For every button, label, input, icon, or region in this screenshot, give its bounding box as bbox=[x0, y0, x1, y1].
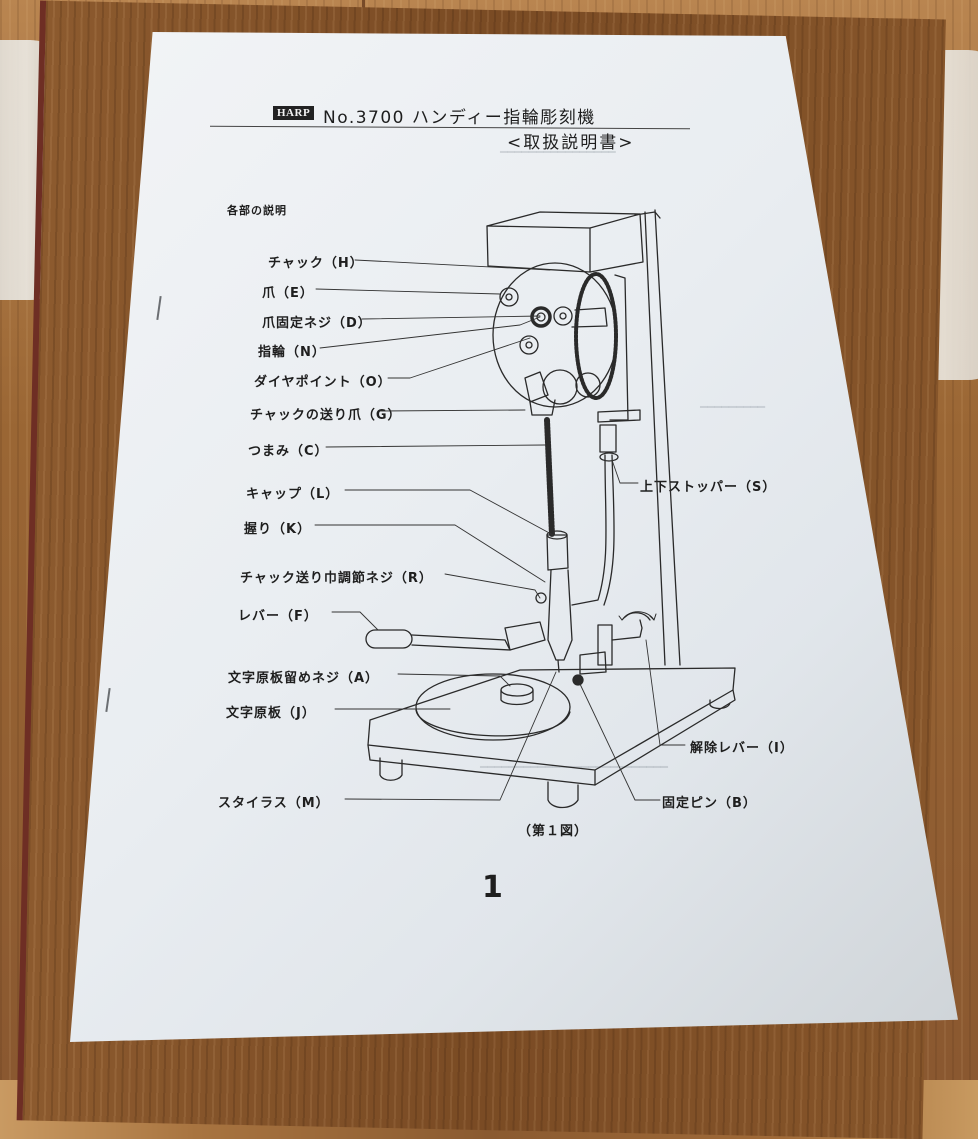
part-label-feed-adjust-screw: チャック送り巾調節ネジ（R） bbox=[240, 571, 433, 586]
head-housing-icon bbox=[486, 211, 644, 273]
part-label-jaw: 爪（E） bbox=[262, 286, 314, 301]
lever-handle-icon bbox=[365, 629, 413, 649]
part-label-lever: レバー（F） bbox=[238, 609, 318, 624]
template-plate-icon bbox=[415, 673, 571, 741]
part-label-fixing-pin: 固定ピン（B） bbox=[662, 796, 757, 811]
part-label-cap: キャップ（L） bbox=[246, 487, 340, 502]
part-label-stylus: スタイラス（M） bbox=[218, 796, 330, 811]
leader-lines bbox=[314, 259, 686, 801]
chuck-disc-icon bbox=[492, 262, 618, 408]
ring-icon bbox=[530, 306, 552, 328]
part-label-ring: 指輪（N） bbox=[258, 345, 326, 360]
reverse-side-show-through: ━━━━━━━━━ bbox=[700, 400, 766, 414]
knob-icon bbox=[542, 369, 578, 405]
column-back-edge-icon bbox=[654, 209, 681, 666]
part-label-vertical-stopper: 上下ストッパー（S） bbox=[640, 480, 777, 495]
document-title: No.3700 ハンディー指輪彫刻機 bbox=[323, 108, 596, 128]
part-label-knob: つまみ（C） bbox=[248, 444, 329, 459]
manual-page bbox=[70, 32, 958, 1042]
document-subtitle: <取扱説明書> bbox=[507, 133, 635, 153]
part-label-chuck: チャック（H） bbox=[268, 256, 364, 271]
manual-content: ━━━━━━━━━━━━━━━━ ━━━━━━━━━ ━━━━━━━━━━━━━… bbox=[105, 106, 794, 905]
part-label-diamond-point: ダイヤポイント（O） bbox=[254, 375, 392, 390]
part-label-jaw-screw: 爪固定ネジ（D） bbox=[262, 316, 372, 331]
figure-caption: （第１図） bbox=[518, 824, 589, 839]
part-label-release-lever: 解除レバー（I） bbox=[690, 741, 794, 756]
column-front-edge-icon bbox=[644, 211, 666, 666]
page-number: 1 bbox=[482, 870, 504, 905]
grip-icon bbox=[546, 534, 569, 571]
ring-engraver-illustration bbox=[314, 209, 736, 809]
part-label-template-screw: 文字原板留めネジ（A） bbox=[228, 671, 380, 686]
stylus-arm-icon bbox=[571, 454, 607, 606]
part-label-template-plate: 文字原板（J） bbox=[226, 706, 316, 721]
section-heading: 各部の説明 bbox=[227, 204, 287, 217]
chuck-gear-icon bbox=[574, 272, 618, 400]
stylus-body-icon bbox=[547, 569, 573, 661]
feed-spring-icon bbox=[544, 417, 555, 538]
fixing-pin-icon bbox=[572, 674, 584, 686]
part-label-grip: 握り（K） bbox=[244, 522, 312, 537]
reverse-side-show-through: ━━━━━━━━━━━━━━━━ bbox=[500, 145, 616, 159]
part-label-chuck-feed-pawl: チャックの送り爪（G） bbox=[250, 408, 402, 423]
harp-logo: HARP bbox=[273, 106, 315, 120]
